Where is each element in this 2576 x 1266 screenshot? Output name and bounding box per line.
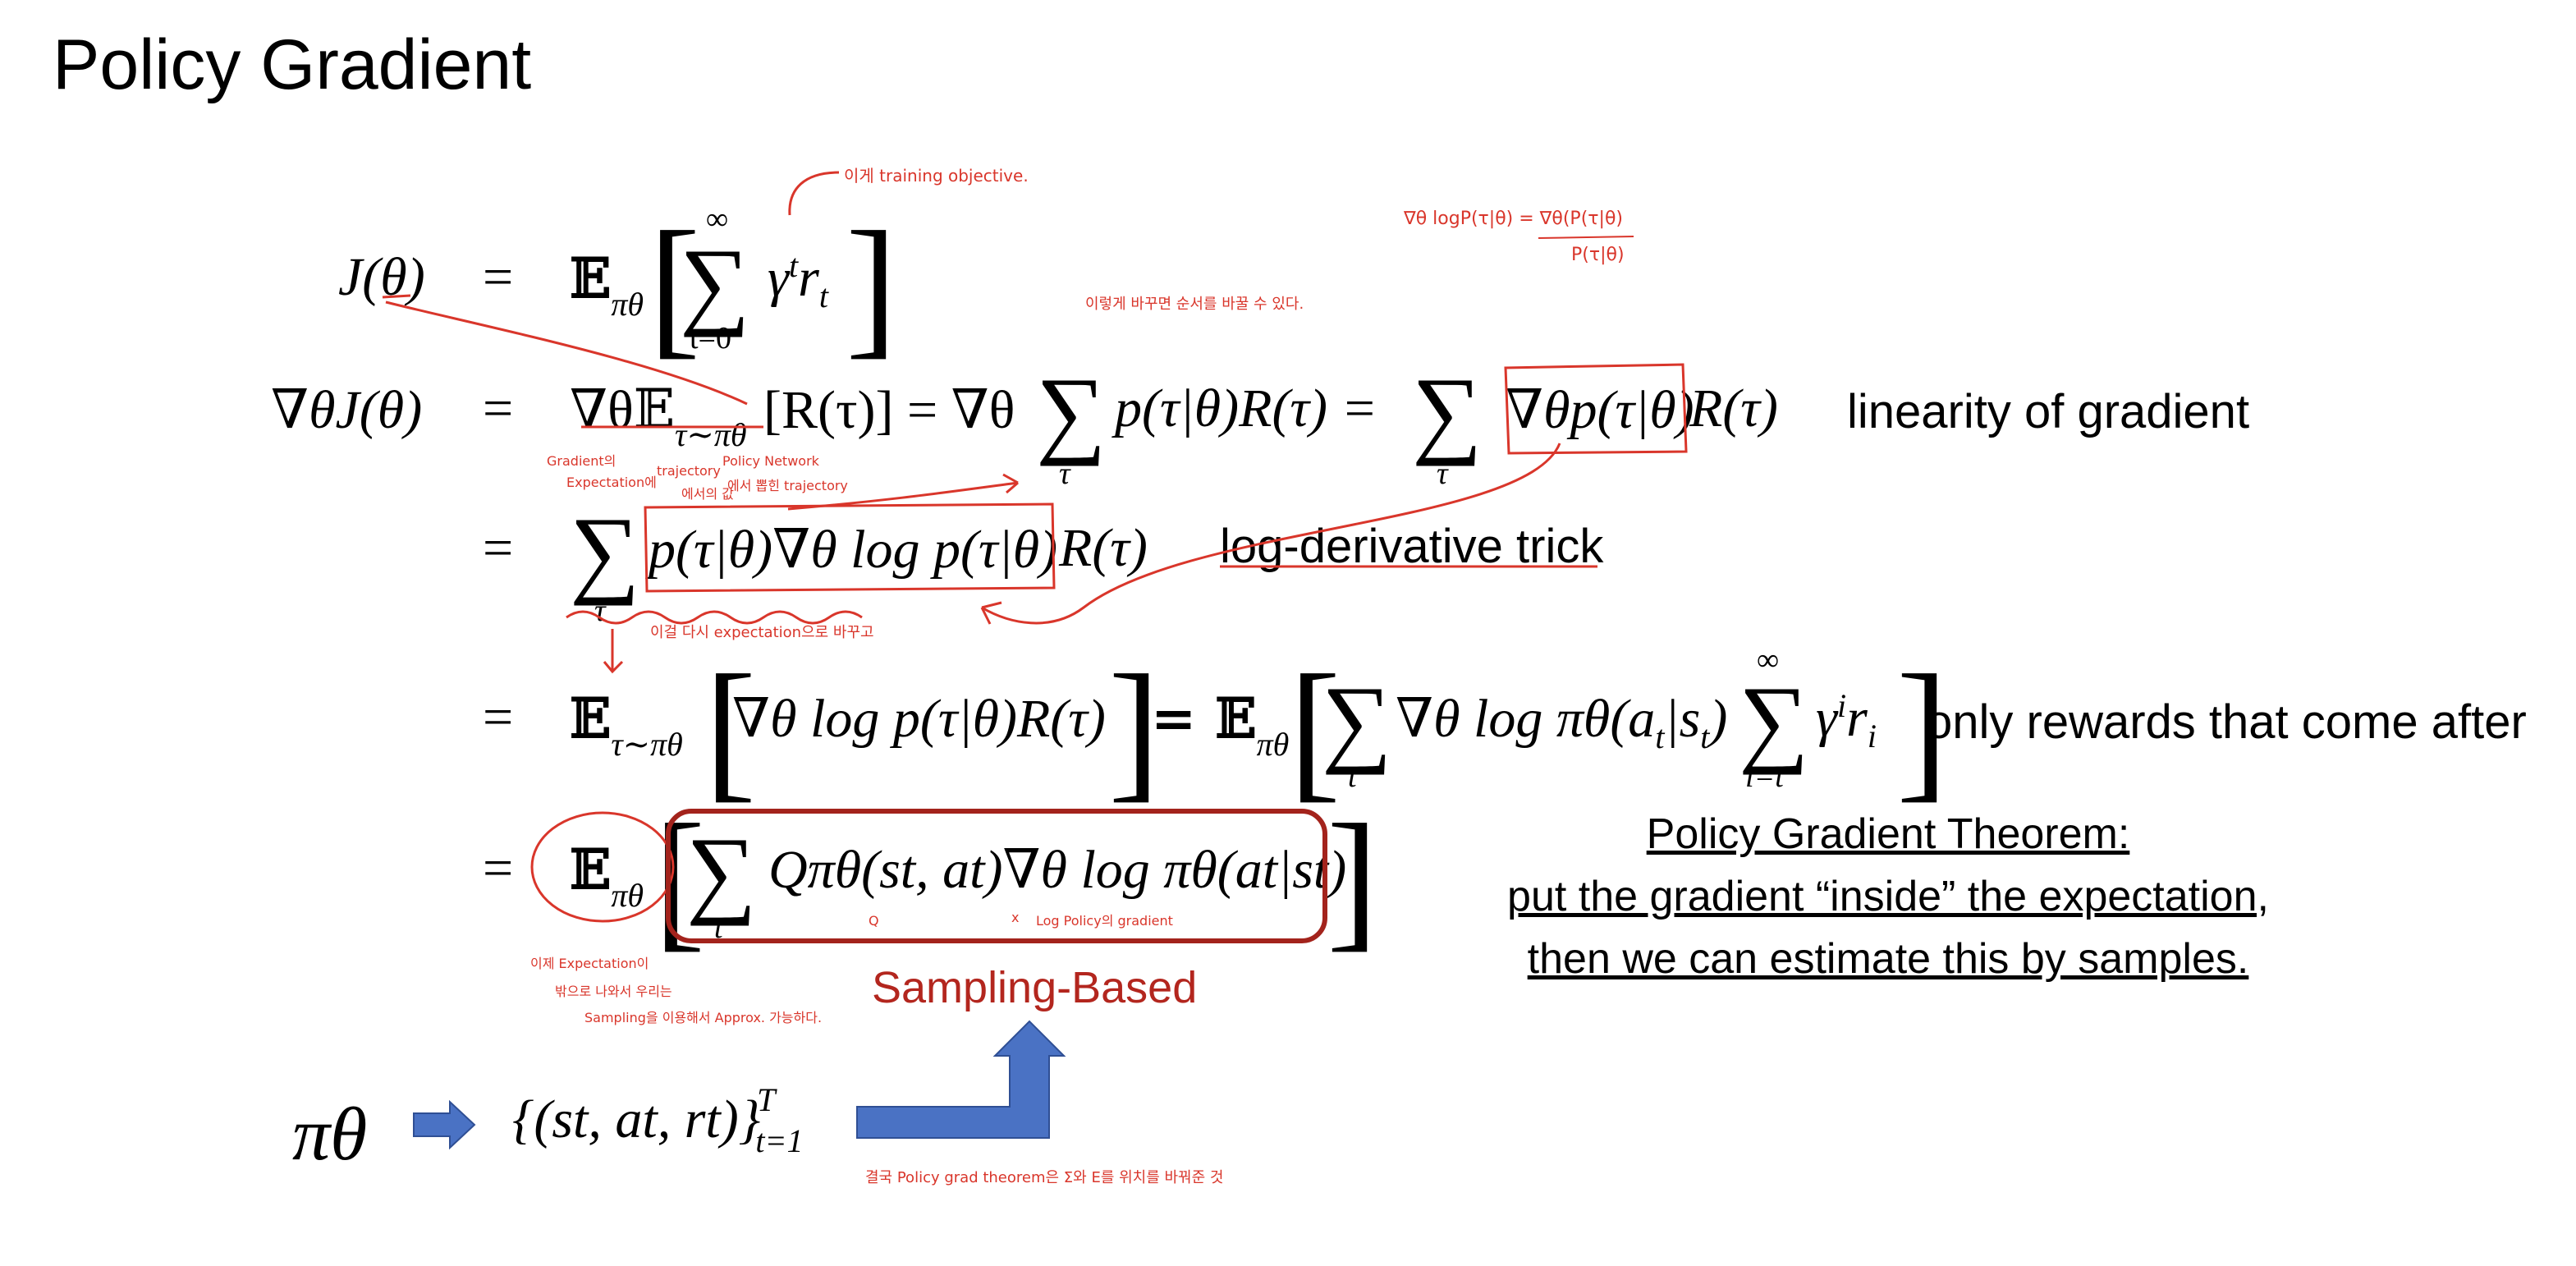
note-log-gradient-formula: ∇θ logP(τ|θ) = ∇θ(P(τ|θ) bbox=[1404, 209, 1623, 229]
note-trajectory-a: trajectory bbox=[657, 463, 721, 479]
eq2-part1: ∇θ𝔼τ∼πθ bbox=[570, 380, 747, 453]
linearity-note: linearity of gradient bbox=[1847, 385, 2250, 438]
eq4-left-bracket: [ bbox=[704, 644, 757, 816]
policy-symbol: πθ bbox=[292, 1092, 368, 1176]
eq2-to-eq3-arrow bbox=[981, 443, 1561, 625]
sampling-based-label: Sampling-Based bbox=[872, 963, 1198, 1012]
eq5-right-bracket: ] bbox=[1327, 793, 1379, 966]
rewards-after-note: only rewards that come after bbox=[1926, 695, 2527, 749]
eq3-equals: = bbox=[483, 518, 514, 578]
eq4-right-bracket-2: ] bbox=[1896, 644, 1949, 816]
eq4-eq2: = 𝔼πθ bbox=[1151, 686, 1290, 763]
note-log-policy-gradient: Log Policy의 gradient bbox=[1036, 913, 1173, 929]
sampling-blue-arrow bbox=[856, 1020, 1066, 1139]
trajectory-to-sum-arrowhead bbox=[1002, 473, 1019, 494]
eq4-inner: ∇θ log p(τ|θ)R(τ) bbox=[732, 689, 1106, 749]
note-trajectory-b: 에서의 값 bbox=[681, 486, 734, 502]
note-q-label: Q bbox=[869, 913, 879, 929]
note-expectation-out-b: 밖으로 나와서 우리는 bbox=[555, 984, 672, 999]
log-derivative-note: log-derivative trick bbox=[1220, 520, 1604, 573]
note-x-label: x bbox=[1011, 910, 1020, 925]
eq2-part2: [R(τ)] = ∇θ bbox=[763, 380, 1015, 440]
eq4-gamma: γiri bbox=[1816, 687, 1877, 755]
eq4-mid: ∇θ log πθ(at|st) bbox=[1396, 689, 1728, 756]
eq2-sum-bottom-2: τ bbox=[1437, 456, 1448, 491]
eq4-sum-bottom: t bbox=[1348, 759, 1357, 794]
theorem-line-2: put the gradient “inside” the expectatio… bbox=[1507, 873, 2269, 920]
eq4-sum: ∑ bbox=[1322, 666, 1392, 775]
theorem-line-1: Policy Gradient Theorem: bbox=[1646, 810, 2130, 858]
eq4-sum2: ∑ bbox=[1739, 666, 1809, 775]
eq2-sum: ∑ bbox=[1036, 357, 1107, 466]
eq2-lhs: ∇θJ(θ) bbox=[271, 380, 423, 440]
expectation-circle bbox=[530, 811, 675, 923]
eq3-tail: R(τ) bbox=[1059, 518, 1148, 578]
theorem-line-3: then we can estimate this by samples. bbox=[1527, 935, 2249, 983]
eq1-expectation: 𝔼πθ bbox=[570, 246, 644, 323]
note-gradient-b: Expectation에 bbox=[566, 475, 657, 490]
eq4-sum2-bottom: i=t bbox=[1745, 759, 1784, 794]
note-training-objective: 이게 training objective. bbox=[844, 166, 1029, 186]
note-log-gradient-denominator: P(τ|θ) bbox=[1571, 245, 1625, 265]
training-objective-arrow bbox=[788, 171, 840, 216]
eq4-equals: = bbox=[483, 687, 514, 747]
down-arrow bbox=[603, 629, 624, 674]
trajectory-set: {(st, at, rt)}Tt=1 bbox=[512, 1081, 804, 1159]
note-gradient-a: Gradient의 bbox=[547, 453, 616, 469]
eq2-sum-2: ∑ bbox=[1412, 357, 1483, 466]
note-back-to-expectation: 이걸 다시 expectation으로 바꾸고 bbox=[650, 624, 874, 641]
eq5-inner: Qπθ(st, at)∇θ log πθ(at|st) bbox=[768, 840, 1347, 900]
small-blue-arrow bbox=[413, 1099, 476, 1150]
eq5-expectation: 𝔼πθ bbox=[570, 837, 644, 914]
eq5-sum: ∑ bbox=[686, 817, 757, 926]
eq1-body: γtrt bbox=[768, 247, 828, 315]
eq1-sum-top: ∞ bbox=[706, 202, 729, 236]
eq1-equals: = bbox=[483, 247, 514, 307]
note-expectation-out-c: Sampling을 이용해서 Approx. 가능하다. bbox=[584, 1010, 823, 1025]
eq1-lhs: J(θ) bbox=[338, 247, 425, 307]
eq3-boxed-term: p(τ|θ)∇θ log p(τ|θ) bbox=[649, 520, 1058, 580]
eq1-left-bracket: [ bbox=[649, 200, 701, 373]
note-swap-order: 이렇게 바꾸면 순서를 바꿀 수 있다. bbox=[1085, 296, 1304, 313]
eq1-sum: ∑ bbox=[680, 228, 750, 337]
eq5-box bbox=[666, 809, 1327, 943]
note-expectation-out-a: 이제 Expectation이 bbox=[530, 956, 649, 971]
note-policy-network-b: 에서 뽑힌 trajectory bbox=[727, 478, 848, 493]
eq1-sum-bottom: t=0 bbox=[690, 321, 731, 355]
eq5-sum-bottom: t bbox=[714, 911, 723, 945]
eq2-box bbox=[1504, 363, 1688, 455]
theta-underline bbox=[382, 294, 411, 299]
eq3-wavy-line bbox=[566, 610, 863, 625]
eq3-box bbox=[644, 502, 1056, 593]
eq2-equals: = bbox=[483, 378, 514, 438]
eq2-part4: R(τ) bbox=[1689, 378, 1778, 438]
eq3-sum: ∑ bbox=[570, 497, 640, 606]
eq1-right-bracket: ] bbox=[846, 200, 898, 373]
note-conclusion: 결국 Policy grad theorem은 Σ와 E를 위치를 바꿔준 것 bbox=[865, 1169, 1224, 1186]
eq4-left-bracket-2: [ bbox=[1289, 644, 1341, 816]
eq4-sum2-top: ∞ bbox=[1757, 643, 1780, 677]
eq2-sum-bottom: τ bbox=[1059, 456, 1070, 491]
eq2-to-eq3-arrowhead bbox=[980, 601, 1002, 625]
page-title: Policy Gradient bbox=[53, 25, 532, 104]
eq5-equals: = bbox=[483, 838, 514, 898]
formula-fraction-line bbox=[1538, 236, 1634, 239]
eq4-expectation: 𝔼τ∼πθ bbox=[570, 686, 683, 763]
note-policy-network-a: Policy Network bbox=[722, 453, 819, 469]
eq2-boxed-term: ∇θp(τ|θ) bbox=[1506, 380, 1694, 440]
eq2-part3: p(τ|θ)R(τ) = bbox=[1115, 378, 1378, 438]
theta-to-expectation-arrow bbox=[385, 300, 748, 406]
eq4-right-bracket: ] bbox=[1108, 644, 1161, 816]
